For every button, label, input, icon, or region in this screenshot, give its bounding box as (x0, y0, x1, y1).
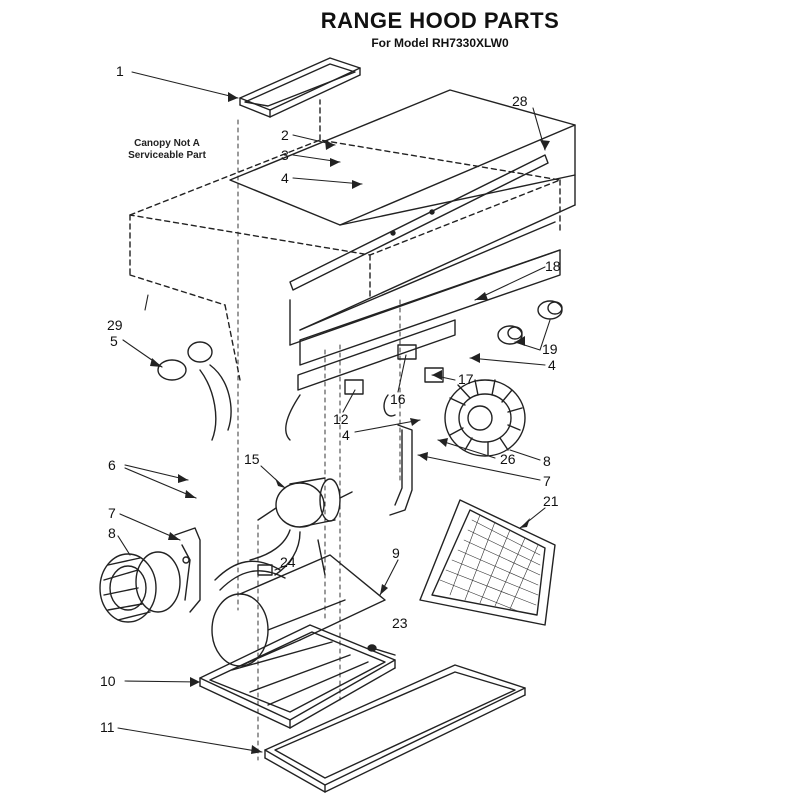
diagram-title: RANGE HOOD PARTS (320, 8, 560, 33)
model-subtitle: For Model RH7330XLW0 (371, 36, 509, 50)
callout-28: 28 (512, 93, 528, 109)
callout-24: 24 (280, 554, 296, 570)
switch-bracket (285, 319, 456, 441)
callout-11: 11 (100, 719, 115, 735)
callout-26: 26 (500, 451, 516, 467)
callout-4-right: 4 (548, 357, 556, 373)
vent-cover (239, 57, 361, 118)
grease-filter (419, 499, 556, 626)
right-blower-wheel (444, 379, 526, 457)
callout-4-top: 4 (281, 170, 289, 186)
callout-5: 5 (110, 333, 118, 349)
callout-15: 15 (244, 451, 260, 467)
callout-6: 6 (108, 457, 116, 473)
callout-labels: 1 28 2 3 4 18 29 5 19 4 17 12 16 4 26 8 … (100, 63, 561, 735)
callout-7-right: 7 (543, 473, 551, 489)
callout-9: 9 (392, 545, 400, 561)
callout-16: 16 (390, 391, 406, 407)
control-knobs (497, 300, 563, 345)
callout-17: 17 (458, 371, 474, 387)
canopy-outline (129, 99, 561, 381)
callout-3: 3 (281, 147, 289, 163)
bottom-panel (199, 624, 396, 729)
callout-23: 23 (392, 615, 408, 631)
callout-10: 10 (100, 673, 116, 689)
callout-19: 19 (542, 341, 558, 357)
callout-7-left: 7 (108, 505, 116, 521)
left-blower-wheel (99, 551, 181, 623)
callout-21: 21 (543, 493, 559, 509)
blower-motor (249, 477, 353, 576)
light-lens (264, 664, 526, 793)
left-mount-bracket (174, 527, 201, 613)
callout-4-mid: 4 (342, 427, 350, 443)
light-socket (157, 341, 232, 441)
hood-body (229, 89, 576, 366)
callout-12: 12 (333, 411, 349, 427)
right-mount-bracket (389, 424, 413, 516)
callout-18: 18 (545, 258, 561, 274)
callout-1: 1 (116, 63, 124, 79)
callout-29: 29 (107, 317, 123, 333)
canopy-note: Canopy Not A Serviceable Part (128, 138, 206, 161)
trim-strip (289, 154, 549, 291)
callout-2: 2 (281, 127, 289, 143)
wire-harness-24 (214, 560, 286, 591)
callout-8-left: 8 (108, 525, 116, 541)
callout-8-right: 8 (543, 453, 551, 469)
